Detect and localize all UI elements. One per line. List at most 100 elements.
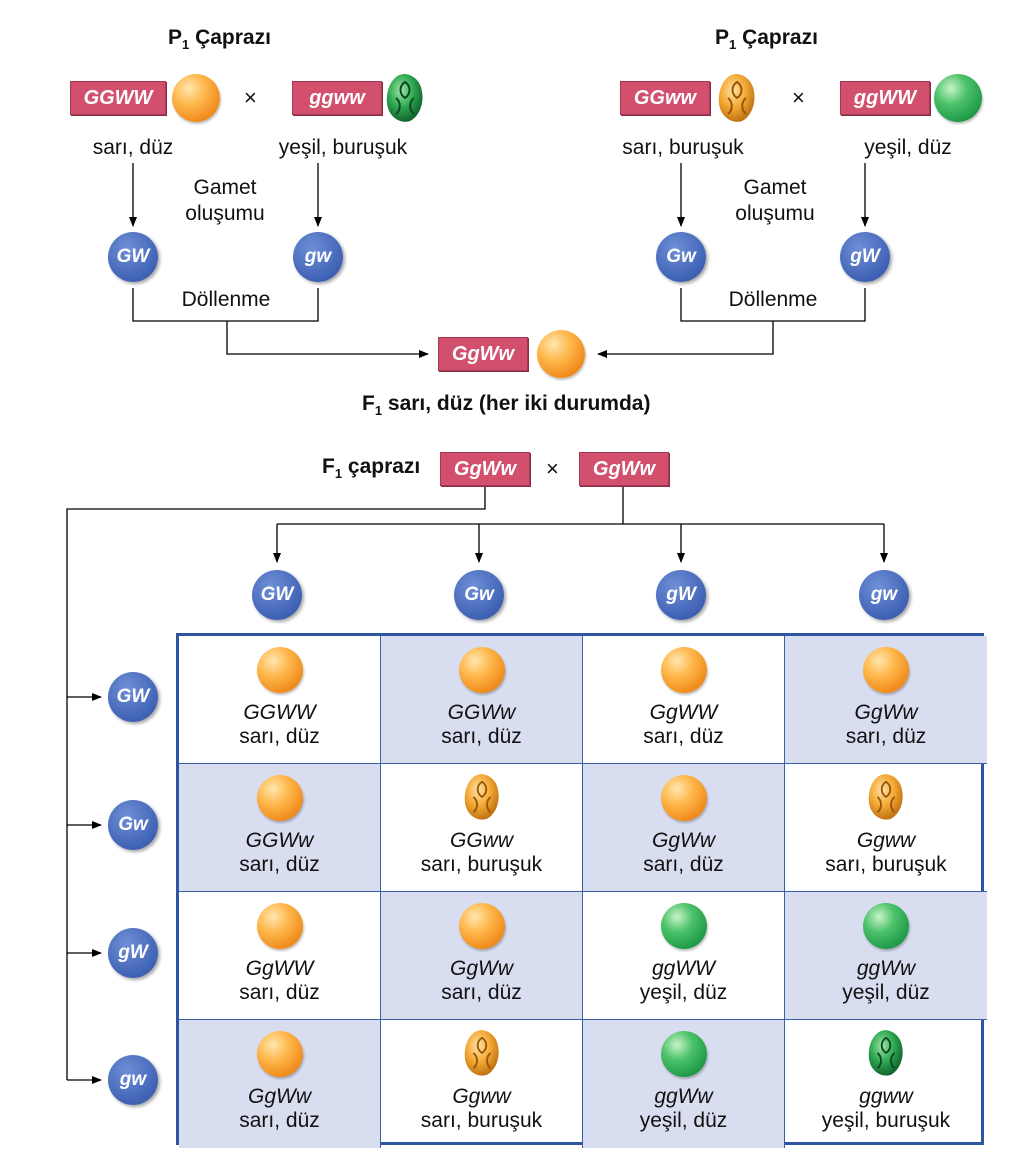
cell-genotype: GGWW: [243, 701, 316, 724]
cell-genotype: GgWw: [652, 829, 715, 852]
yellow-round-seed-icon: [661, 775, 707, 821]
cell-genotype: GGww: [450, 829, 513, 852]
cell-genotype: GGWw: [447, 701, 516, 724]
left-cross-title: P1 Çaprazı: [168, 26, 271, 53]
f1-genotype: GgWw: [438, 337, 528, 371]
right-gamete-Gw: Gw: [656, 232, 706, 282]
yellow-round-seed-icon: [537, 330, 585, 378]
cell-genotype: GgWW: [649, 701, 718, 724]
cell-phenotype: yeşil, düz: [639, 1109, 728, 1132]
right-parent2-genotype: ggWW: [840, 81, 930, 115]
cell-phenotype: sarı, düz: [441, 725, 522, 748]
cell-phenotype: sarı, düz: [239, 1109, 320, 1132]
left-gamete-gw: gw: [293, 232, 343, 282]
yellow-round-seed-icon: [172, 74, 220, 122]
yellow-round-seed-icon: [257, 647, 303, 693]
right-gamete-label-2: oluşumu: [735, 202, 815, 225]
left-gamete-label-2: oluşumu: [185, 202, 265, 225]
yellow-round-seed-icon: [459, 903, 505, 949]
row-gamete-gW: gW: [108, 928, 158, 978]
cell-genotype: ggww: [859, 1085, 913, 1108]
column-gamete-GW: GW: [252, 570, 302, 620]
yellow-round-seed-icon: [257, 1031, 303, 1077]
green-wrinkled-seed-icon: [386, 74, 423, 122]
cell-genotype: ggWw: [654, 1085, 713, 1108]
yellow-round-seed-icon: [257, 775, 303, 821]
right-gamete-gW: gW: [840, 232, 890, 282]
yellow-wrinkled-seed-icon: [868, 774, 903, 820]
cell-genotype: GGWw: [245, 829, 314, 852]
cell-phenotype: sarı, buruşuk: [825, 853, 947, 876]
cell-phenotype: sarı, düz: [239, 981, 320, 1004]
row-gamete-gw: gw: [108, 1055, 158, 1105]
right-cross-symbol: ×: [792, 85, 805, 110]
left-gamete-GW: GW: [108, 232, 158, 282]
yellow-round-seed-icon: [257, 903, 303, 949]
f1-cross-symbol: ×: [546, 456, 559, 481]
green-round-seed-icon: [934, 74, 982, 122]
cell-phenotype: yeşil, düz: [639, 981, 728, 1004]
yellow-round-seed-icon: [661, 647, 707, 693]
f1-label: F1 sarı, düz (her iki durumda): [362, 392, 651, 419]
yellow-wrinkled-seed-icon: [718, 74, 755, 122]
left-cross-symbol: ×: [244, 85, 257, 110]
right-parent2-phenotype: yeşil, düz: [864, 136, 952, 159]
yellow-round-seed-icon: [459, 647, 505, 693]
cell-genotype: Ggww: [856, 829, 916, 852]
cell-phenotype: sarı, düz: [643, 853, 724, 876]
yellow-wrinkled-seed-icon: [464, 1030, 499, 1076]
cell-phenotype: sarı, buruşuk: [420, 853, 543, 876]
right-gamete-label-1: Gamet: [743, 176, 807, 199]
f1-cross-label: F1 çaprazı: [322, 455, 421, 482]
left-parent2-genotype: ggww: [292, 81, 382, 115]
f1-cross-genotype-1: GgWw: [440, 452, 530, 486]
cell-genotype: ggWW: [652, 957, 715, 980]
left-fertilization-label: Döllenme: [181, 288, 271, 311]
green-wrinkled-seed-icon: [868, 1030, 903, 1076]
left-parent1-genotype: GGWW: [70, 81, 166, 115]
green-round-seed-icon: [661, 903, 707, 949]
column-gamete-gW: gW: [656, 570, 706, 620]
yellow-round-seed-icon: [863, 647, 909, 693]
right-parent1-genotype: GGww: [620, 81, 710, 115]
right-cross-title: P1 Çaprazı: [715, 26, 818, 53]
f1-cross-genotype-2: GgWw: [579, 452, 669, 486]
row-gamete-Gw: Gw: [108, 800, 158, 850]
cell-phenotype: sarı, düz: [643, 725, 724, 748]
cell-phenotype: sarı, düz: [845, 725, 927, 748]
right-fertilization-label: Döllenme: [728, 288, 818, 311]
cell-phenotype: yeşil, buruşuk: [821, 1109, 951, 1132]
yellow-wrinkled-seed-icon: [464, 774, 499, 820]
cell-genotype: Ggww: [452, 1085, 511, 1108]
left-parent2-phenotype: yeşil, buruşuk: [278, 136, 408, 159]
column-gamete-gw: gw: [859, 570, 909, 620]
cell-phenotype: sarı, düz: [441, 981, 522, 1004]
cell-genotype: ggWw: [856, 957, 916, 980]
green-round-seed-icon: [661, 1031, 707, 1077]
left-parent1-phenotype: sarı, düz: [92, 136, 174, 159]
cell-phenotype: sarı, düz: [239, 853, 320, 876]
left-gamete-label-1: Gamet: [193, 176, 257, 199]
cell-genotype: GgWw: [248, 1085, 311, 1108]
cell-phenotype: sarı, düz: [239, 725, 320, 748]
column-gamete-Gw: Gw: [454, 570, 504, 620]
row-gamete-GW: GW: [108, 672, 158, 722]
